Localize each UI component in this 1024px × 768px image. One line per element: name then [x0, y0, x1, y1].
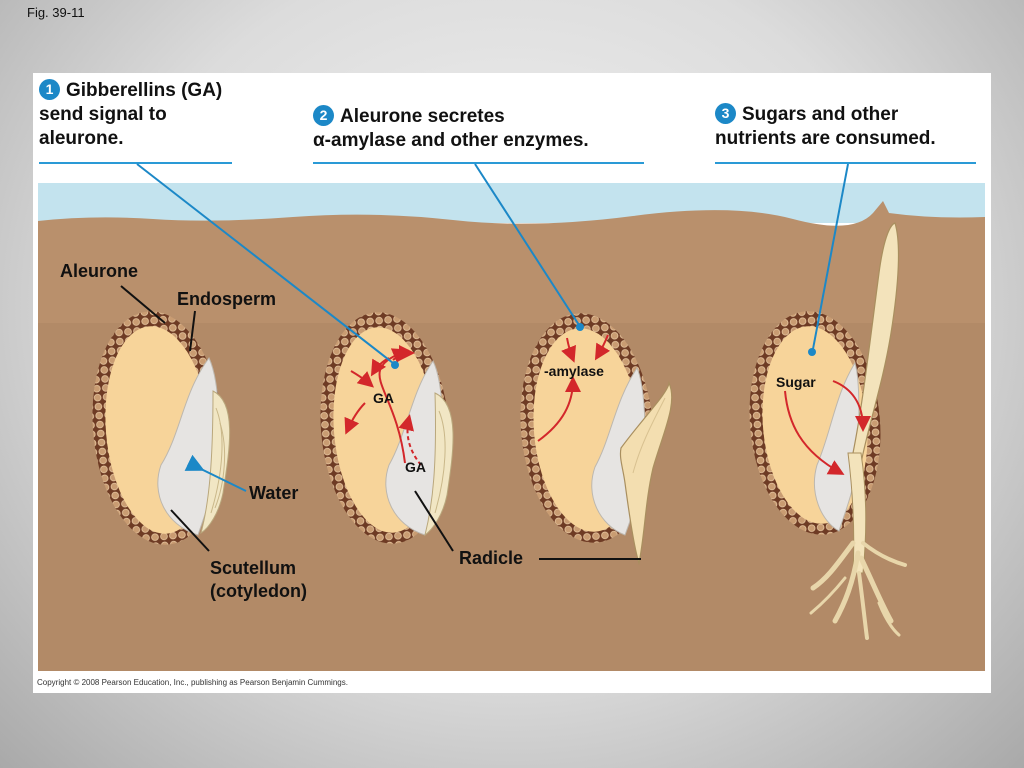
step-2-leader-dot [576, 323, 584, 331]
ga-label-2: GA [405, 459, 426, 475]
step-2-caption: 2 Aleurone secretes α-amylase and other e… [313, 105, 589, 153]
step-1-rule [39, 162, 232, 164]
soil-background [38, 201, 985, 671]
amylase-label: -amylase [544, 363, 604, 379]
step-2-line-2: α-amylase and other enzymes. [313, 130, 589, 151]
endosperm-label: Endosperm [177, 289, 276, 309]
figure-label: Fig. 39-11 [27, 5, 85, 20]
figure-panel: 1 Gibberellins (GA) send signal to aleuro… [33, 73, 991, 693]
seed-3-radicle [619, 380, 673, 566]
step-2-number-badge: 2 [313, 105, 334, 126]
step-1-number-badge: 1 [39, 79, 60, 100]
seed-1-embryo [200, 390, 231, 535]
water-label: Water [249, 483, 298, 503]
step-3-number-badge: 3 [715, 103, 736, 124]
step-3-rule [715, 162, 976, 164]
cotyledon-label: (cotyledon) [210, 581, 307, 601]
step-1-leader-dot [391, 361, 399, 369]
step-1-line-2: send signal to [39, 104, 167, 125]
radicle-label: Radicle [459, 548, 523, 568]
step-3-line-1: Sugars and other [742, 104, 899, 125]
scutellum-label: Scutellum [210, 558, 296, 578]
step-1-caption: 1 Gibberellins (GA) send signal to aleuro… [39, 79, 222, 151]
endosperm-leader [189, 310, 196, 352]
step-2-rule [313, 162, 644, 164]
step-3-line-2: nutrients are consumed. [715, 128, 936, 149]
seed-1 [92, 311, 231, 545]
step-1-line-3: aleurone. [39, 128, 124, 149]
seed-4-scutellum [813, 361, 860, 532]
step-1-line-1: Gibberellins (GA) [66, 80, 223, 101]
step-2-leader [474, 163, 580, 326]
ga-label-1: GA [373, 390, 394, 406]
step-3-caption: 3 Sugars and other nutrients are consumed… [715, 103, 936, 151]
sugar-label: Sugar [776, 374, 816, 390]
water-leader [184, 454, 247, 492]
aleurone-leader [120, 285, 166, 324]
copyright-notice: Copyright © 2008 Pearson Education, Inc.… [37, 678, 348, 687]
germination-scene: Aleurone Endosperm Water Scutellum (coty… [38, 163, 985, 671]
step-3-leader-dot [808, 348, 816, 356]
seed-3 [520, 313, 673, 566]
radicle-leader-2 [414, 490, 454, 552]
amylase-text: -amylase [544, 363, 604, 379]
sky-band [38, 183, 985, 223]
seed-4 [749, 222, 907, 640]
seed-2 [320, 312, 454, 544]
aleurone-label: Aleurone [60, 261, 138, 281]
soil-shading [38, 323, 985, 671]
step-2-line-1: Aleurone secretes [340, 106, 505, 127]
scutellum-leader [170, 509, 210, 552]
step-3-leader [812, 163, 849, 350]
seed-4-shoot [852, 222, 900, 465]
step-1-leader [136, 163, 394, 364]
